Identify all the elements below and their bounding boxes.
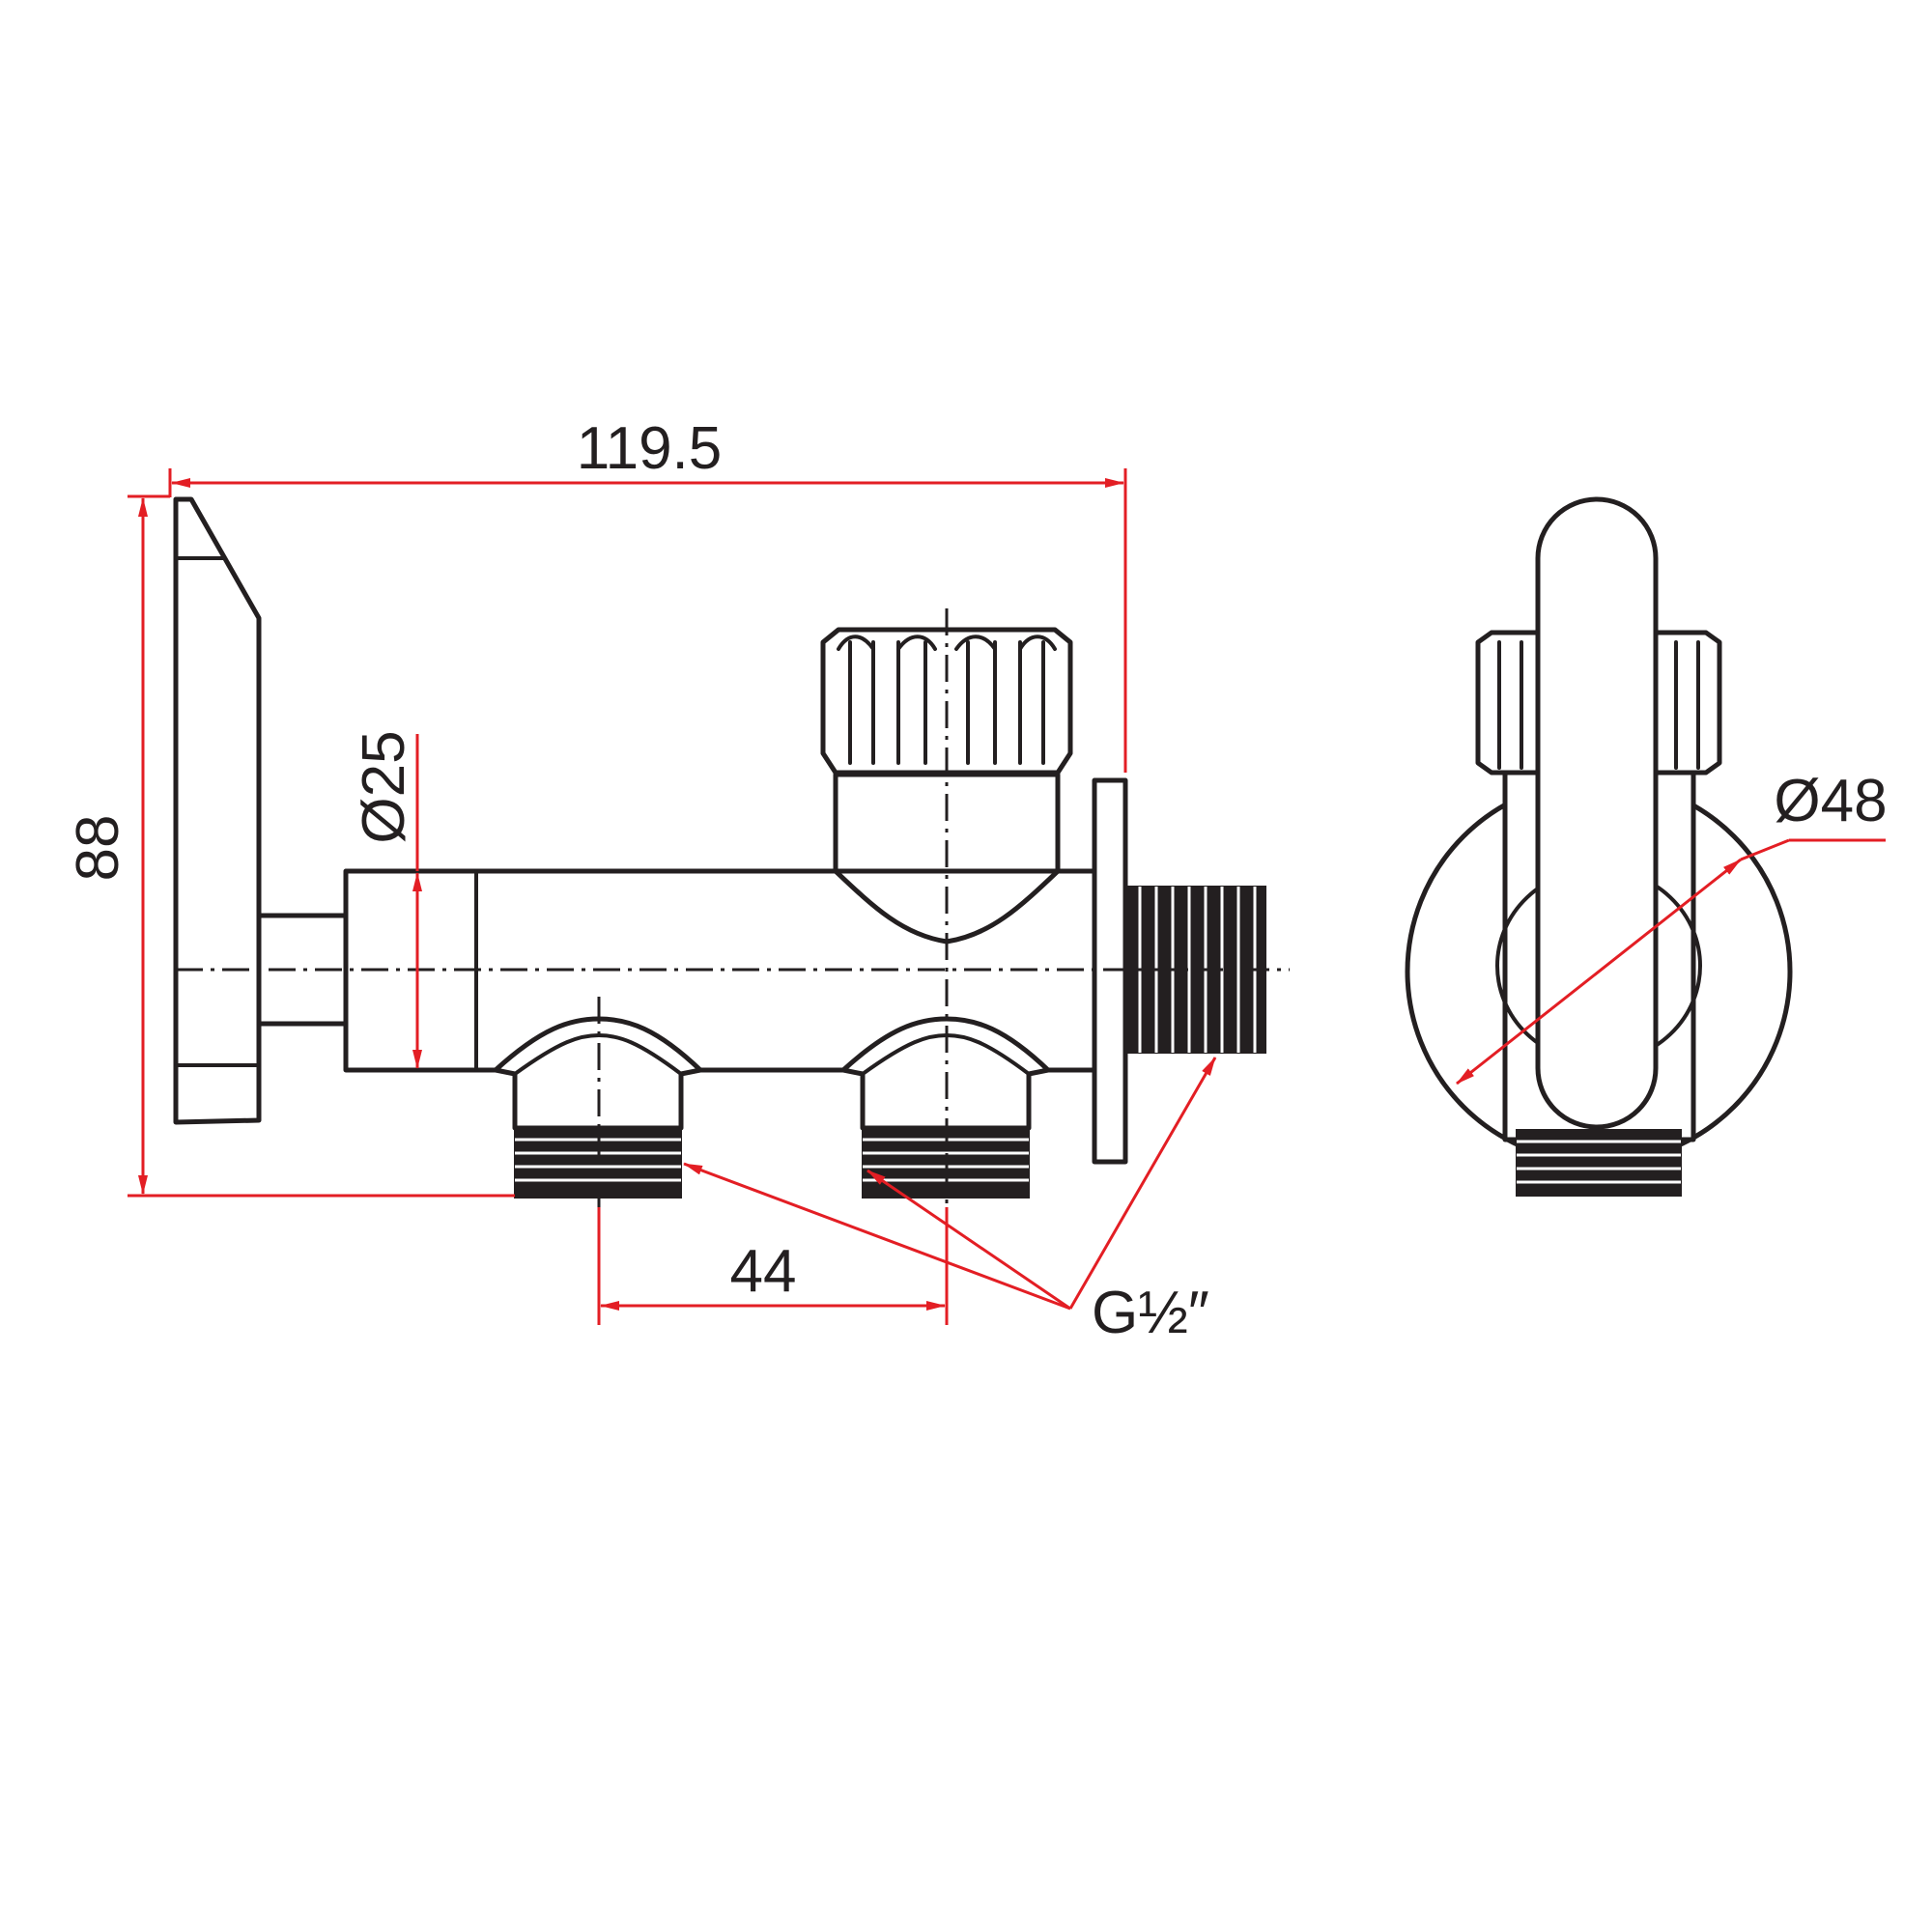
overall-length-label: 119.5	[577, 415, 723, 482]
front-outlet-thread	[1516, 1129, 1682, 1197]
side-view	[173, 496, 1290, 1323]
flange-diameter-label: Ø48	[1774, 768, 1887, 834]
dimension-lines	[128, 468, 1886, 1325]
front-lever[interactable]	[1535, 496, 1659, 1130]
body-diameter-label: Ø25	[351, 730, 417, 843]
outlet-spacing-label: 44	[730, 1238, 797, 1305]
wall-plate	[173, 496, 262, 1125]
thread-size-label: G½″	[1092, 1280, 1209, 1346]
overall-height-label: 88	[65, 815, 131, 882]
front-view	[1405, 496, 1793, 1197]
